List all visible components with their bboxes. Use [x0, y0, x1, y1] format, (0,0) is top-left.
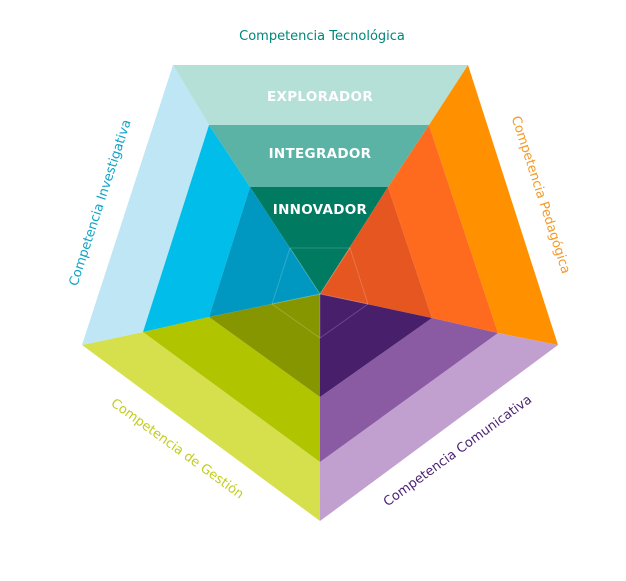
sector-comunicativa	[320, 294, 558, 521]
label-competencia-tecnologica: Competencia Tecnológica	[239, 29, 405, 44]
level-label-innovador: INNOVADOR	[273, 202, 368, 218]
sector-investigativa-middle	[143, 125, 250, 332]
sector-pedagogica-outer	[429, 65, 558, 345]
sector-comunicativa-outer	[320, 333, 558, 521]
sector-investigativa-inner	[209, 187, 320, 317]
sector-gestion	[82, 294, 320, 521]
sector-gestion-inner	[209, 294, 320, 397]
sector-investigativa-outer	[82, 65, 209, 345]
sector-gestion-outer	[82, 332, 320, 521]
sector-comunicativa-middle	[320, 318, 498, 462]
sector-tecnologica-outer	[173, 65, 468, 125]
level-label-explorador: EXPLORADOR	[267, 89, 373, 105]
sector-pedagogica	[320, 65, 558, 345]
sector-gestion-middle	[143, 317, 320, 462]
sector-tecnologica-middle	[209, 125, 429, 187]
sector-investigativa	[82, 65, 320, 345]
sector-tecnologica-inner	[250, 187, 388, 294]
sector-pedagogica-inner	[320, 187, 432, 318]
sector-pedagogica-middle	[388, 125, 498, 333]
level-label-integrador: INTEGRADOR	[269, 146, 372, 162]
center-facets	[271, 247, 369, 339]
sector-tecnologica	[173, 65, 468, 294]
sector-comunicativa-inner	[320, 294, 432, 397]
